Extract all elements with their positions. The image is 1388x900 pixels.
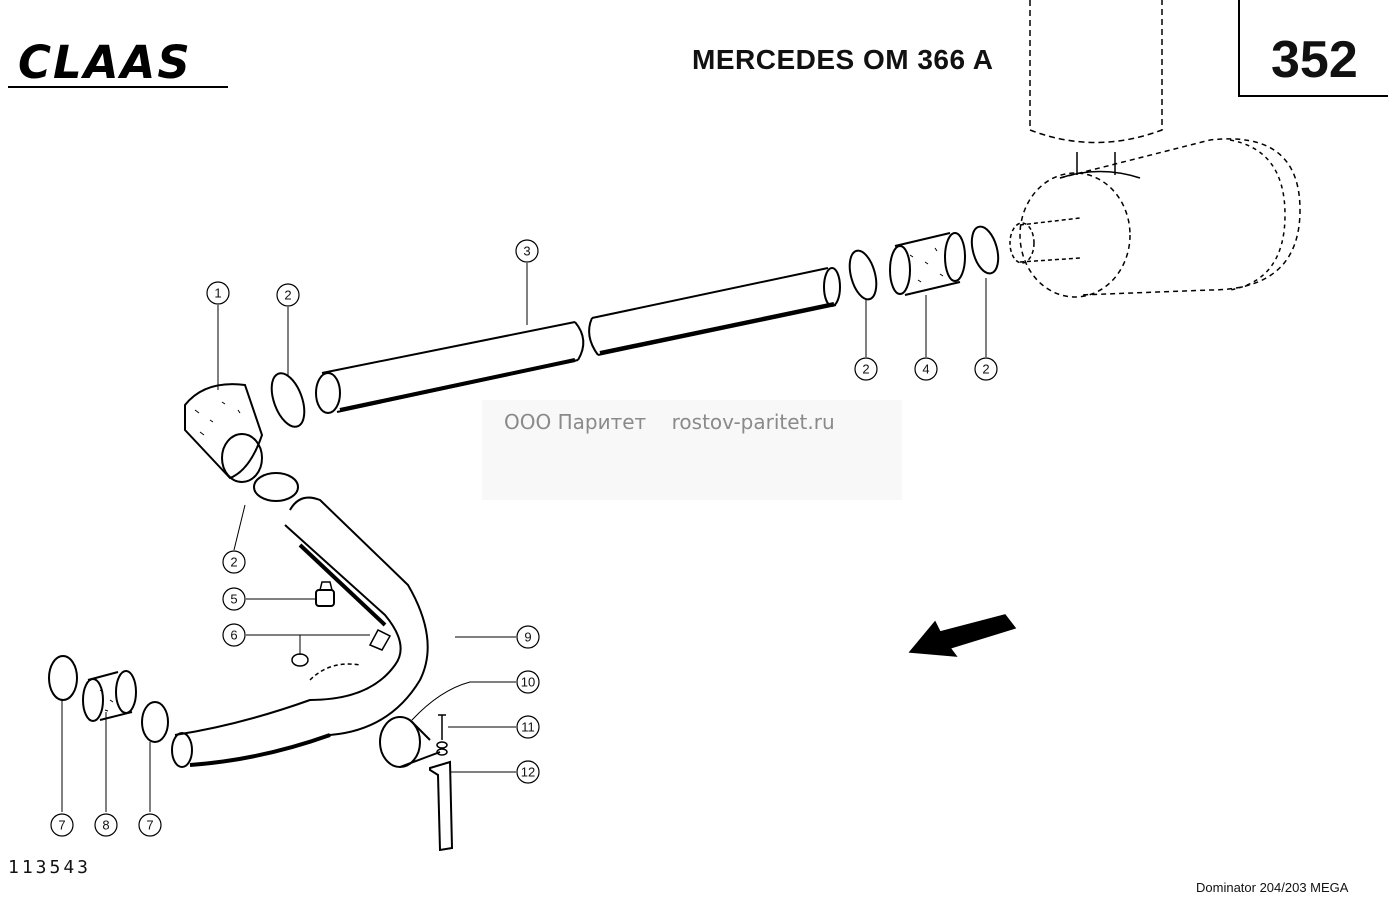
- callout-label: 9: [524, 630, 531, 645]
- hose-clamp: [270, 372, 306, 428]
- callout-4: 4: [914, 357, 938, 381]
- callout-6: 6: [222, 623, 246, 647]
- callout-label: 7: [58, 818, 65, 833]
- callout-10: 10: [516, 670, 540, 694]
- bolt: [436, 714, 448, 756]
- callout-label: 10: [521, 675, 535, 690]
- callout-2: 2: [276, 283, 300, 307]
- hose-clamp: [970, 225, 1000, 275]
- callout-2: 2: [974, 357, 998, 381]
- callout-label: 4: [922, 362, 929, 377]
- elbow-hose: [184, 383, 264, 483]
- watermark-text: ООО Паритет rostov-paritet.ru: [504, 410, 835, 434]
- hose-clamp: [141, 701, 169, 743]
- callout-11: 11: [516, 715, 540, 739]
- watermark-band: [482, 400, 902, 500]
- drawing-number: 113543: [8, 857, 92, 878]
- callout-2: 2: [854, 357, 878, 381]
- callout-label: 12: [521, 765, 535, 780]
- watermark-site: rostov-paritet.ru: [671, 410, 835, 434]
- mounting-bracket: [429, 760, 454, 852]
- callout-label: 2: [982, 362, 989, 377]
- sheet-number-box: [1238, 0, 1388, 97]
- callout-label: 1: [214, 286, 221, 301]
- hose-clamp: [848, 249, 878, 301]
- callout-label: 2: [230, 555, 237, 570]
- callout-label: 5: [230, 592, 237, 607]
- callout-7: 7: [138, 813, 162, 837]
- logo-underline: [8, 86, 228, 88]
- direction-arrow: [908, 614, 1017, 657]
- claas-logo: CLAAS: [8, 18, 236, 92]
- brand-logo-text: CLAAS: [18, 36, 192, 89]
- callout-7: 7: [50, 813, 74, 837]
- intake-pipe: [315, 267, 841, 414]
- machine-model: Dominator 204/203 MEGA: [1196, 880, 1349, 895]
- callout-label: 6: [230, 628, 237, 643]
- hose-clamp: [48, 655, 78, 701]
- bent-intake-pipe: [171, 496, 429, 768]
- page-title: MERCEDES OM 366 A: [692, 44, 994, 75]
- callout-1: 1: [206, 281, 230, 305]
- watermark-company: ООО Паритет: [504, 410, 647, 434]
- callout-2: 2: [222, 550, 246, 574]
- callout-label: 3: [523, 244, 530, 259]
- sheet-number: 352: [1271, 31, 1358, 89]
- connecting-hose: [889, 232, 966, 296]
- callout-label: 2: [862, 362, 869, 377]
- callout-12: 12: [516, 760, 540, 784]
- hose-clamp: [253, 472, 299, 502]
- callout-label: 2: [284, 288, 291, 303]
- callout-8: 8: [94, 813, 118, 837]
- callout-9: 9: [516, 625, 540, 649]
- short-hose: [82, 670, 137, 722]
- callout-label: 7: [146, 818, 153, 833]
- sensor-plug: [315, 581, 335, 607]
- air-filter-housing: [1009, 0, 1301, 298]
- callout-label: 8: [102, 818, 109, 833]
- callout-label: 11: [521, 720, 535, 735]
- strap-clamp: [379, 716, 441, 768]
- callout-3: 3: [515, 239, 539, 263]
- callout-5: 5: [222, 587, 246, 611]
